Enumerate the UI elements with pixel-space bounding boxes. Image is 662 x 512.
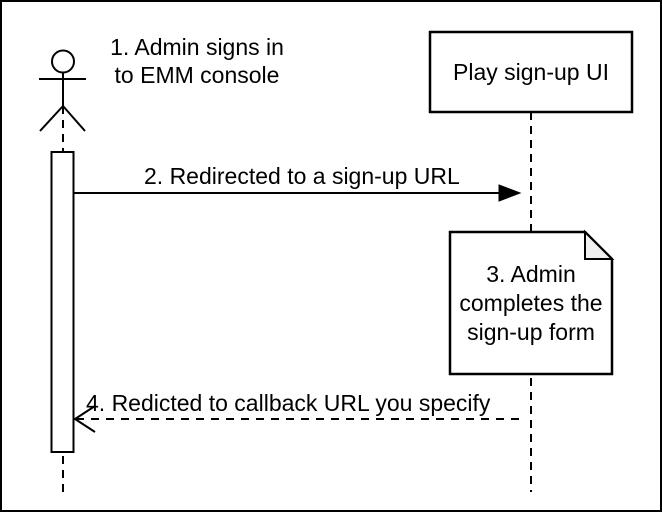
message-4-label: 4. Redicted to callback URL you specify — [86, 390, 491, 416]
play-ui-box — [428, 30, 634, 114]
message-4-arrowhead-icon — [73, 405, 96, 433]
play-ui-box-label: Play sign-up UI — [453, 59, 609, 85]
actor-icon — [39, 49, 86, 132]
message-4-arrow — [73, 405, 523, 433]
admin-activation-bar — [50, 151, 75, 453]
note-outline — [448, 230, 614, 376]
actor-step-label: 1. Admin signs in to EMM console — [110, 34, 284, 88]
note-fold-icon — [584, 229, 615, 260]
actor-head — [51, 49, 75, 74]
message-2-arrow — [74, 184, 522, 202]
actor-right-leg — [62, 105, 86, 132]
actor-left-leg — [39, 105, 64, 132]
note-shape — [448, 229, 615, 376]
note-label: 3. Admin completes the sign-up form — [459, 260, 603, 345]
message-2-arrowhead-icon — [498, 184, 522, 202]
message-2-label: 2. Redirected to a sign-up URL — [144, 163, 460, 189]
